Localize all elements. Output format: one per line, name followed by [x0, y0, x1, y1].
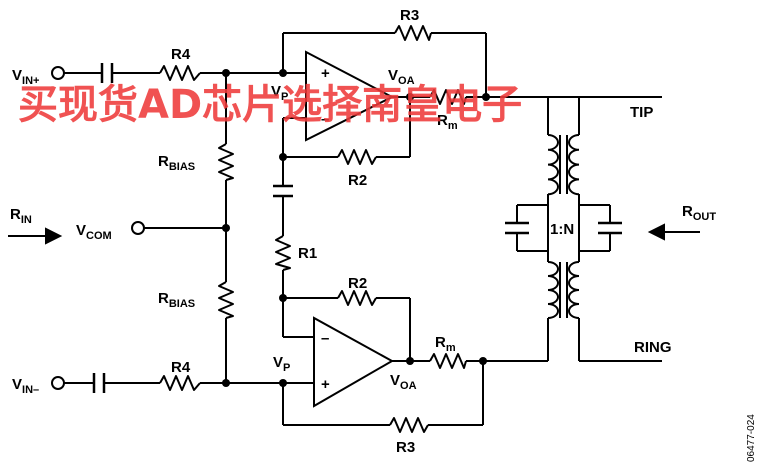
voa-bottom-label: VOA: [390, 372, 417, 392]
tip-label: TIP: [630, 104, 653, 121]
rout-arrow-head: [647, 223, 665, 241]
op-amp-top: [305, 50, 395, 142]
vin-plus-label: VIN+: [12, 67, 39, 87]
r1-label: R1: [298, 245, 317, 262]
transformer: [547, 134, 580, 319]
resistor-r3-top: [394, 25, 432, 41]
vp-top-label: VP: [271, 83, 288, 103]
rin-arrow-head: [45, 227, 63, 245]
labels: VIN+ VIN– VCOM RIN ROUT R4 R4 RBIAS RBIA…: [10, 7, 757, 462]
op-amp-top-plus: +: [321, 65, 330, 82]
resistor-rm-top: [429, 89, 467, 105]
vp-bottom-label: VP: [273, 354, 290, 374]
resistor-rbias-bottom: [218, 281, 234, 319]
coil-secondary-top: [568, 134, 580, 196]
r2-top-label: R2: [348, 172, 367, 189]
terminal-vcom: [131, 221, 145, 235]
resistor-r2-bottom: [337, 290, 377, 306]
resistor-rbias-top: [218, 143, 234, 181]
r4-bottom-label: R4: [171, 359, 191, 376]
r2-bottom-label: R2: [348, 275, 367, 292]
resistor-r4-bottom: [159, 375, 201, 391]
r4-top-label: R4: [171, 46, 191, 63]
rin-label: RIN: [10, 206, 32, 226]
r3-bottom-label: R3: [396, 439, 415, 456]
figure-id: 06477-024: [746, 414, 757, 462]
resistors: [159, 25, 467, 433]
op-amp-bottom-plus: +: [321, 376, 330, 393]
coil-primary-bottom: [547, 261, 559, 319]
junctions: [222, 69, 490, 387]
watermark-text: 买现货AD芯片选择南皇电子: [18, 82, 522, 128]
rbias-top-label: RBIAS: [158, 153, 195, 173]
rbias-bottom-label: RBIAS: [158, 290, 195, 310]
terminals: [51, 66, 145, 390]
resistor-r2-top: [337, 149, 377, 165]
resistor-r4-top: [159, 65, 201, 81]
rout-label: ROUT: [682, 203, 716, 223]
resistor-r3-bottom: [389, 417, 429, 433]
transformer-ratio-label: 1:N: [550, 221, 574, 238]
coil-primary-top: [547, 134, 559, 196]
op-amps: [305, 50, 395, 408]
rm-top-label: Rm: [437, 112, 458, 132]
rm-bottom-label: Rm: [435, 334, 456, 354]
op-amp-bottom: [313, 316, 395, 408]
coil-secondary-bottom: [568, 261, 580, 319]
r3-top-label: R3: [400, 7, 419, 24]
ring-label: RING: [634, 339, 672, 356]
voa-top-label: VOA: [388, 67, 415, 87]
op-amp-top-minus: –: [321, 111, 329, 128]
wires: [64, 32, 662, 426]
terminal-vin-minus: [51, 376, 65, 390]
terminal-vin-plus: [51, 66, 65, 80]
resistor-rm-bottom: [429, 353, 467, 369]
vcom-label: VCOM: [76, 222, 112, 242]
resistor-r1: [275, 235, 291, 271]
arrows: [8, 223, 700, 245]
capacitors: [92, 63, 622, 393]
op-amp-bottom-minus: –: [321, 330, 329, 347]
vin-minus-label: VIN–: [12, 376, 39, 396]
